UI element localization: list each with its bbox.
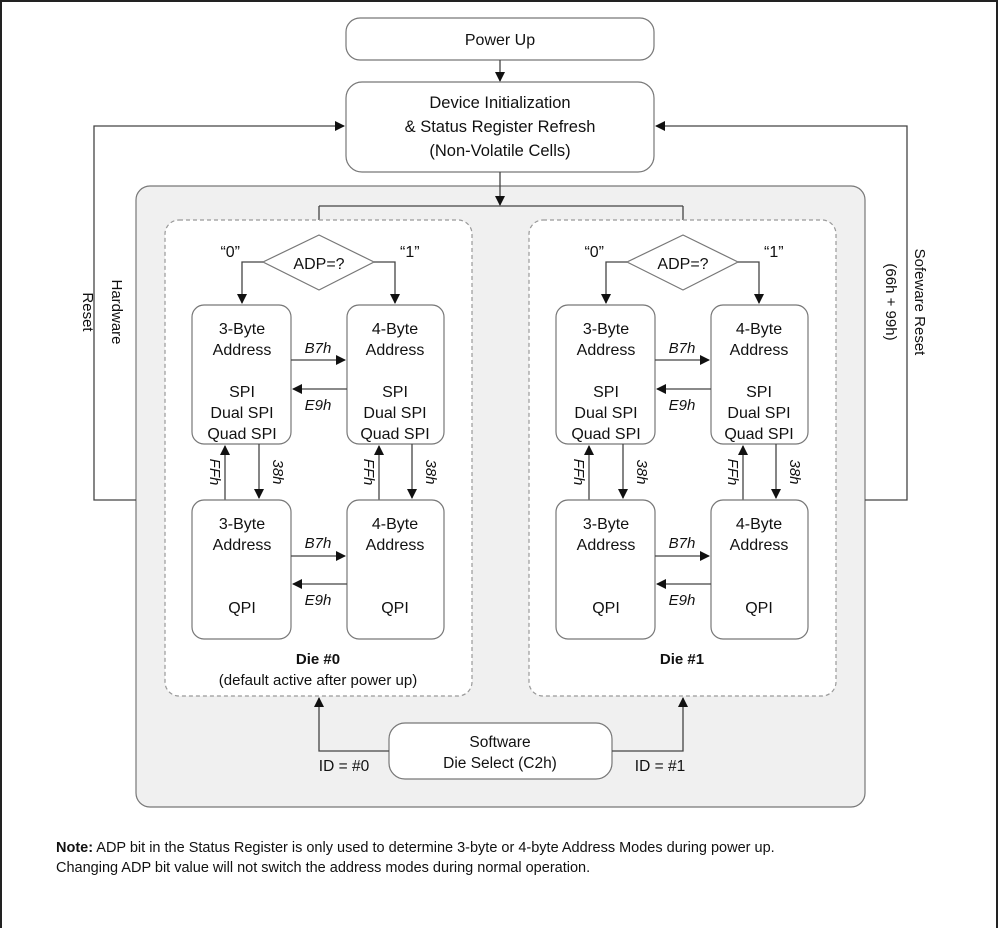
qpi-3byte-label-line: Address (577, 537, 636, 554)
software-reset-label: Sofeware Reset (911, 249, 928, 357)
die1-select-arrow (612, 697, 688, 752)
b7h-label-qpi: B7h (305, 535, 332, 552)
qpi-3byte-box (191, 499, 292, 640)
qpi-4byte-label-line: QPI (745, 600, 773, 617)
qpi-4byte-label-line: 4-Byte (736, 516, 782, 533)
spi-3byte-label-line: Dual SPI (210, 405, 273, 422)
die0-select-arrow (314, 697, 389, 752)
spi-3byte-label-line: Dual SPI (574, 405, 637, 422)
adp-decision-label: ADP=? (293, 256, 344, 273)
spi-3byte-box (191, 304, 292, 445)
branch-1-label: “1” (400, 244, 420, 261)
hardware-reset-arrow (93, 121, 345, 501)
software-reset-label: (66h + 99h) (882, 263, 899, 340)
hardware-reset-label: Reset (79, 292, 96, 332)
ffh-label: FFh (360, 459, 377, 486)
id0-label: ID = #0 (319, 758, 370, 775)
b7h-label-spi: B7h (669, 340, 696, 357)
ffh-label: FFh (206, 459, 223, 486)
die-name: Die #0 (296, 651, 340, 668)
qpi-3byte-label-line: QPI (228, 600, 256, 617)
adp-decision-label: ADP=? (657, 256, 708, 273)
die-subtitle: (default active after power up) (219, 672, 417, 689)
qpi-4byte-box (710, 499, 809, 640)
qpi-3byte-label-line: QPI (592, 600, 620, 617)
note-label: Note: (56, 840, 94, 856)
note-line1: ADP bit in the Status Register is only u… (93, 840, 775, 856)
note-text: Note: ADP bit in the Status Register is … (56, 838, 775, 878)
e9h-label-qpi: E9h (669, 592, 696, 609)
b7h-label-spi: B7h (305, 340, 332, 357)
power-up-label: Power Up (465, 32, 535, 49)
branch-0-label: “0” (220, 244, 240, 261)
b7h-label-qpi: B7h (669, 535, 696, 552)
die-name: Die #1 (660, 651, 704, 668)
init-box-label-line: & Status Register Refresh (405, 118, 596, 136)
note-line2: Changing ADP bit value will not switch t… (56, 860, 591, 876)
adp-decision-diamond (261, 234, 376, 291)
spi-3byte-label-line: 3-Byte (219, 321, 265, 338)
init-box-label-line: Device Initialization (429, 94, 570, 112)
id1-label: ID = #1 (635, 758, 685, 775)
hardware-reset-label: Hardware (108, 279, 125, 344)
e9h-label-qpi: E9h (305, 592, 332, 609)
ffh-label: FFh (724, 459, 741, 486)
branch-1-label: “1” (764, 244, 784, 261)
qpi-3byte-label-line: 3-Byte (219, 516, 265, 533)
qpi-4byte-label-line: Address (366, 537, 425, 554)
spi-3byte-label-line: SPI (229, 384, 255, 401)
spi-4byte-box (710, 304, 809, 445)
qpi-4byte-label-line: 4-Byte (372, 516, 418, 533)
die-select-label-line: Die Select (C2h) (443, 755, 557, 772)
spi-3byte-box (555, 304, 656, 445)
38h-label: 38h (269, 459, 286, 484)
38h-label: 38h (422, 459, 439, 484)
spi-4byte-label-line: Dual SPI (727, 405, 790, 422)
spi-4byte-label-line: Address (366, 342, 425, 359)
qpi-3byte-box (555, 499, 656, 640)
spi-3byte-label-line: SPI (593, 384, 619, 401)
spi-4byte-label-line: Quad SPI (360, 426, 429, 443)
branch-0-arrow (601, 261, 627, 304)
qpi-3byte-label-line: Address (213, 537, 272, 554)
qpi-4byte-box (346, 499, 445, 640)
spi-4byte-label-line: SPI (746, 384, 772, 401)
qpi-4byte-label-line: QPI (381, 600, 409, 617)
38h-label: 38h (633, 459, 650, 484)
ffh-label: FFh (570, 459, 587, 486)
38h-label: 38h (786, 459, 803, 484)
spi-3byte-label-line: Address (213, 342, 272, 359)
e9h-label-spi: E9h (669, 397, 696, 414)
software-reset-arrow (655, 121, 908, 501)
spi-4byte-label-line: 4-Byte (736, 321, 782, 338)
spi-4byte-label-line: SPI (382, 384, 408, 401)
spi-3byte-label-line: Quad SPI (207, 426, 276, 443)
adp-decision-diamond (625, 234, 740, 291)
spi-4byte-box (346, 304, 445, 445)
die-select-label-line: Software (469, 734, 530, 751)
qpi-4byte-label-line: Address (730, 537, 789, 554)
spi-3byte-label-line: 3-Byte (583, 321, 629, 338)
spi-4byte-label-line: Address (730, 342, 789, 359)
init-box-label-line: (Non-Volatile Cells) (429, 142, 570, 160)
spi-4byte-label-line: 4-Byte (372, 321, 418, 338)
spi-4byte-label-line: Quad SPI (724, 426, 793, 443)
spi-3byte-label-line: Address (577, 342, 636, 359)
branch-1-arrow (738, 261, 764, 304)
e9h-label-spi: E9h (305, 397, 332, 414)
branch-1-arrow (374, 261, 400, 304)
branch-0-label: “0” (584, 244, 604, 261)
qpi-3byte-label-line: 3-Byte (583, 516, 629, 533)
spi-3byte-label-line: Quad SPI (571, 426, 640, 443)
branch-0-arrow (237, 261, 263, 304)
spi-4byte-label-line: Dual SPI (363, 405, 426, 422)
